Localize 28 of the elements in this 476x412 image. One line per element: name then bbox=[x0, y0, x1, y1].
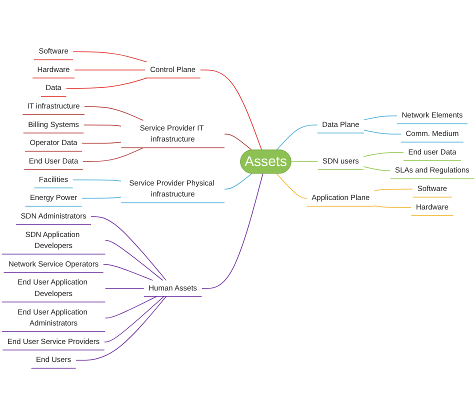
connector bbox=[102, 264, 154, 281]
connector bbox=[104, 288, 144, 289]
connector bbox=[81, 196, 122, 199]
connector bbox=[363, 152, 404, 157]
connector bbox=[90, 216, 167, 281]
connector bbox=[200, 70, 262, 150]
connector bbox=[83, 124, 122, 127]
connector bbox=[66, 78, 148, 89]
connector bbox=[363, 166, 391, 172]
connector bbox=[290, 161, 318, 162]
connector bbox=[104, 296, 164, 342]
connector bbox=[75, 296, 167, 361]
connector bbox=[201, 173, 264, 289]
connector bbox=[224, 173, 252, 190]
connector bbox=[374, 205, 412, 208]
connector bbox=[82, 142, 122, 144]
connector bbox=[276, 124, 318, 150]
connector bbox=[72, 180, 122, 182]
connector bbox=[82, 147, 144, 162]
connector bbox=[72, 51, 148, 62]
connector bbox=[104, 296, 158, 318]
connector bbox=[364, 115, 398, 120]
connector bbox=[104, 240, 164, 281]
connector bbox=[276, 173, 308, 199]
connector bbox=[364, 130, 402, 135]
connector bbox=[374, 188, 414, 192]
connector bbox=[224, 134, 252, 150]
connector bbox=[84, 106, 144, 121]
